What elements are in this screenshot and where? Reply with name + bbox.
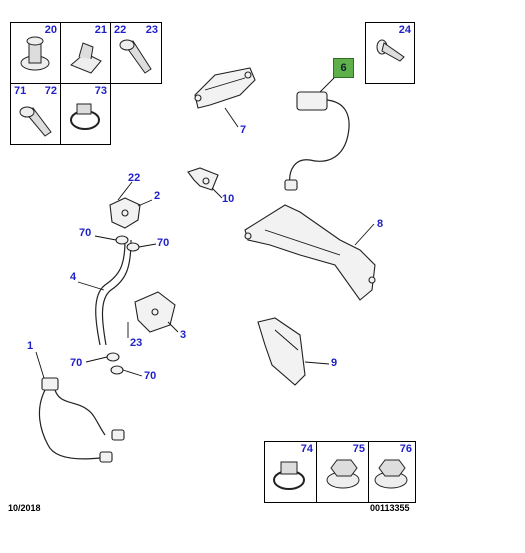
screw-washer-icon	[20, 36, 50, 71]
cell-label: 24	[398, 24, 411, 36]
rivet-icon	[376, 39, 405, 62]
part-1-harness	[38, 377, 125, 463]
cell-label: 72	[44, 85, 57, 97]
callout-3: 3	[180, 329, 187, 341]
cell-label: 71	[14, 85, 27, 97]
part-3-bracket	[134, 291, 176, 333]
cell-label: 74	[300, 443, 313, 455]
clip-nut-icon	[70, 42, 102, 74]
grid-cell-74: 74	[264, 441, 317, 503]
flange-nut-icon	[374, 459, 408, 489]
footer-date: 10/2018	[8, 503, 41, 513]
grid-cell-75: 75	[316, 441, 369, 503]
callout-70: 70	[144, 370, 157, 382]
cell-label: 21	[94, 24, 107, 36]
hose-clamp-icon	[273, 461, 305, 490]
grid-cell-24: 24	[365, 22, 415, 84]
callout-22: 22	[128, 172, 141, 184]
grid-cell-73: 73	[60, 83, 111, 145]
highlighted-part-6: 6	[333, 58, 354, 78]
bolt-icon	[19, 106, 52, 137]
callout-2: 2	[154, 190, 161, 202]
callout-1: 1	[27, 340, 34, 352]
part-8-bracket	[244, 204, 376, 301]
cell-label: 75	[352, 443, 365, 455]
part-9-bracket	[257, 317, 306, 386]
grid-cell-71-72: 71 72	[10, 83, 61, 145]
callout-70: 70	[79, 227, 92, 239]
grid-cell-22-23: 22 23	[110, 22, 162, 84]
grid-cell-20: 20	[10, 22, 61, 84]
cell-label: 76	[399, 443, 412, 455]
part-6-sensor	[284, 91, 350, 191]
callout-70: 70	[157, 237, 170, 249]
cell-label: 20	[44, 24, 57, 36]
callout-23: 23	[130, 337, 143, 349]
cell-label: 22	[114, 24, 127, 36]
cell-label: 73	[94, 85, 107, 97]
part-2-clamp	[109, 197, 141, 229]
part-10-clip	[187, 167, 219, 191]
callout-9: 9	[331, 357, 338, 369]
part-4-pipe	[95, 239, 132, 346]
flange-nut-icon	[326, 459, 360, 489]
callout-8: 8	[377, 218, 384, 230]
callout-7: 7	[240, 124, 247, 136]
grid-cell-21: 21	[60, 22, 111, 84]
callout-10: 10	[222, 193, 235, 205]
cell-label: 23	[145, 24, 158, 36]
clip-rings-70	[106, 235, 140, 375]
bolt-icon	[119, 39, 152, 74]
hose-clamp-icon	[70, 103, 100, 130]
callout-4: 4	[70, 271, 77, 283]
footer-reference: 00113355	[370, 503, 410, 513]
callout-70: 70	[70, 357, 83, 369]
grid-cell-76: 76	[368, 441, 416, 503]
part-7-bracket	[194, 67, 256, 109]
